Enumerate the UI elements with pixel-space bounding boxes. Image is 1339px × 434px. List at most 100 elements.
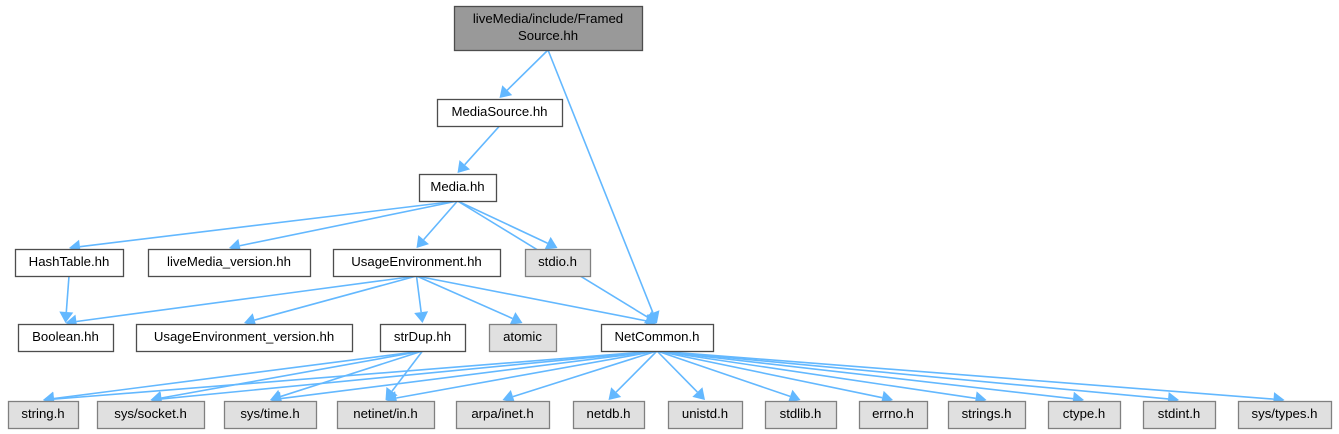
node-label-unistd: unistd.h [682, 406, 728, 421]
graph-node-atomic[interactable]: atomic [488, 323, 558, 353]
node-box-media[interactable] [418, 173, 498, 203]
edge-netcommon-to-strings [656, 350, 976, 400]
edge-usageenvironment-to-boolean [76, 275, 417, 323]
node-box-stdio[interactable] [524, 248, 592, 278]
edge-netcommon-to-string_h [53, 350, 658, 400]
graph-node-stdlib[interactable]: stdlib.h [764, 400, 838, 430]
graph-node-sys_time[interactable]: sys/time.h [223, 400, 318, 430]
edge-netcommon-to-stdlib [656, 350, 791, 398]
node-box-boolean[interactable] [17, 323, 115, 353]
graph-node-boolean[interactable]: Boolean.hh [17, 323, 115, 353]
arrowhead-arpa_inet [502, 389, 516, 404]
arrowhead-strdup [414, 311, 429, 323]
graph-node-mediasource[interactable]: MediaSource.hh [436, 98, 564, 128]
node-box-netdb[interactable] [572, 400, 646, 430]
arrowhead-usageenvironment_version [244, 313, 257, 327]
node-box-arpa_inet[interactable] [455, 400, 551, 430]
node-label-string_h: string.h [21, 406, 64, 421]
node-label-framedsource: Source.hh [518, 28, 578, 43]
node-box-sys_time[interactable] [223, 400, 318, 430]
node-box-strdup[interactable] [379, 323, 467, 353]
edge-hashtable-to-boolean [65, 275, 70, 313]
node-label-usageenvironment: UsageEnvironment.hh [351, 254, 481, 269]
edge-usageenvironment-to-usageenvironment_version [254, 275, 417, 321]
node-label-strdup: strDup.hh [394, 329, 451, 344]
edge-framedsource-to-mediasource [506, 49, 549, 91]
node-label-sys_types: sys/types.h [1252, 406, 1318, 421]
edge-strdup-to-netinet_in [391, 350, 424, 392]
edge-media-to-hashtable [79, 200, 458, 248]
graph-node-ctype[interactable]: ctype.h [1047, 400, 1122, 430]
node-label-netcommon: NetCommon.h [614, 329, 699, 344]
arrowhead-media [457, 160, 471, 173]
node-box-usageenvironment[interactable] [332, 248, 502, 278]
arrowhead-atomic [509, 312, 523, 325]
edge-framedsource-to-netcommon [547, 49, 654, 314]
node-box-usageenvironment_version[interactable] [135, 323, 354, 353]
edge-media-to-livemedia_version [239, 200, 458, 247]
graph-node-netdb[interactable]: netdb.h [572, 400, 646, 430]
node-box-sys_types[interactable] [1237, 400, 1333, 430]
edge-strdup-to-sys_socket [161, 350, 423, 399]
edge-usageenvironment-to-netcommon [416, 275, 647, 322]
node-label-framedsource: liveMedia/include/Framed [473, 11, 623, 26]
node-box-atomic[interactable] [488, 323, 558, 353]
arrowhead-stdlib [787, 389, 801, 403]
graph-node-stdio[interactable]: stdio.h [524, 248, 592, 278]
edge-usageenvironment-to-strdup [415, 275, 422, 313]
edge-netcommon-to-errno [656, 350, 883, 399]
node-box-stdlib[interactable] [764, 400, 838, 430]
graph-node-errno[interactable]: errno.h [858, 400, 929, 430]
graph-node-unistd[interactable]: unistd.h [667, 400, 744, 430]
nodes-layer: liveMedia/include/FramedSource.hhMediaSo… [7, 5, 1333, 430]
arrowhead-sys_time [270, 389, 283, 404]
node-box-framedsource[interactable] [453, 5, 644, 52]
graph-node-netcommon[interactable]: NetCommon.h [600, 323, 715, 353]
node-label-livemedia_version: liveMedia_version.hh [167, 254, 291, 269]
node-label-atomic: atomic [503, 329, 542, 344]
graph-node-usageenvironment[interactable]: UsageEnvironment.hh [332, 248, 502, 278]
graph-node-livemedia_version[interactable]: liveMedia_version.hh [147, 248, 312, 278]
edge-usageenvironment-to-atomic [416, 275, 513, 320]
node-label-netdb: netdb.h [587, 406, 631, 421]
graph-node-arpa_inet[interactable]: arpa/inet.h [455, 400, 551, 430]
graph-node-sys_types[interactable]: sys/types.h [1237, 400, 1333, 430]
node-box-errno[interactable] [858, 400, 929, 430]
graph-node-sys_socket[interactable]: sys/socket.h [96, 400, 206, 430]
edge-netcommon-to-netinet_in [396, 350, 658, 399]
node-label-sys_time: sys/time.h [240, 406, 299, 421]
edge-media-to-stdio [457, 200, 548, 244]
graph-node-strdup[interactable]: strDup.hh [379, 323, 467, 353]
node-box-stdint[interactable] [1142, 400, 1217, 430]
arrowhead-netdb [608, 387, 622, 400]
node-box-sys_socket[interactable] [96, 400, 206, 430]
graph-node-usageenvironment_version[interactable]: UsageEnvironment_version.hh [135, 323, 354, 353]
graph-node-netinet_in[interactable]: netinet/in.h [336, 400, 436, 430]
node-box-netinet_in[interactable] [336, 400, 436, 430]
arrowhead-stdio [544, 236, 558, 250]
graph-node-hashtable[interactable]: HashTable.hh [14, 248, 125, 278]
node-box-netcommon[interactable] [600, 323, 715, 353]
node-box-hashtable[interactable] [14, 248, 125, 278]
edges-layer [43, 49, 1285, 407]
edge-netcommon-to-sys_socket [161, 350, 658, 400]
node-box-livemedia_version[interactable] [147, 248, 312, 278]
graph-node-string_h[interactable]: string.h [7, 400, 80, 430]
node-box-mediasource[interactable] [436, 98, 564, 128]
node-box-strings[interactable] [947, 400, 1027, 430]
node-label-errno: errno.h [872, 406, 914, 421]
node-box-string_h[interactable] [7, 400, 80, 430]
node-box-ctype[interactable] [1047, 400, 1122, 430]
edge-netcommon-to-unistd [656, 350, 698, 393]
edge-strdup-to-sys_time [280, 350, 423, 398]
node-box-unistd[interactable] [667, 400, 744, 430]
edge-netcommon-to-ctype [656, 350, 1074, 400]
graph-node-media[interactable]: Media.hh [418, 173, 498, 203]
node-label-stdlib: stdlib.h [780, 406, 822, 421]
graph-node-strings[interactable]: strings.h [947, 400, 1027, 430]
graph-node-stdint[interactable]: stdint.h [1142, 400, 1217, 430]
node-label-netinet_in: netinet/in.h [353, 406, 418, 421]
node-label-mediasource: MediaSource.hh [451, 104, 547, 119]
